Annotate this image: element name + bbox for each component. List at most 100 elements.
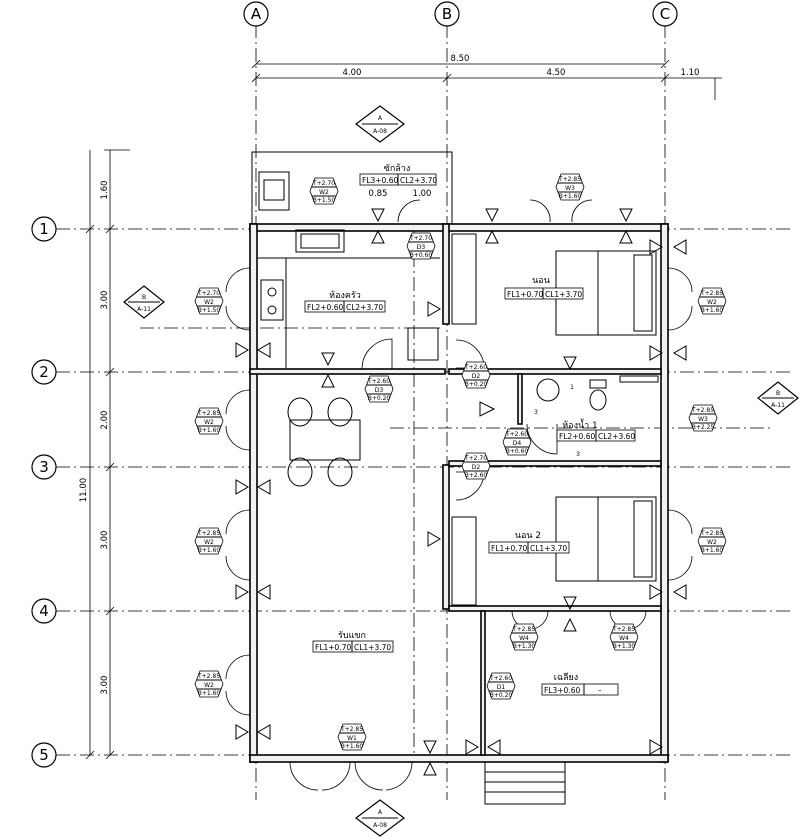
- room-bedroom2-fl: FL1+0.70: [491, 544, 527, 553]
- opening-tag-code: D3: [417, 244, 426, 251]
- opening-tag-code: W2: [204, 419, 214, 426]
- opening-tag-code: W4: [619, 635, 629, 642]
- section-B-right-letter: B: [776, 390, 780, 397]
- opening-tag-top: T+2.85: [197, 530, 220, 537]
- opening-tag-bot: B+1.60: [701, 547, 724, 554]
- opening-tag-top: T+2.60: [367, 378, 390, 385]
- dim-small-2: 1.00: [413, 189, 432, 199]
- dim-span-1: 1.60: [100, 181, 110, 200]
- room-kitchen: ห้องครัว FL2+0.60 CL2+3.70: [304, 290, 386, 313]
- opening-tag-bot: B+1.60: [198, 427, 221, 434]
- grid-label-A: A: [251, 5, 262, 23]
- section-marker-A-bottom: A A-08: [355, 799, 405, 837]
- opening-tag-top: T+2.85: [197, 673, 220, 680]
- room-laundry-fl: FL3+0.60: [362, 176, 398, 185]
- grid-label-C: C: [660, 5, 670, 23]
- opening-tag-bot: B+2.25: [692, 424, 715, 431]
- opening-tag-code: W2: [707, 299, 717, 306]
- opening-tag-code: D2: [472, 373, 481, 380]
- section-B-right-sheet: A-11: [771, 402, 785, 409]
- room-bedroom1-name: นอน: [532, 276, 550, 286]
- room-living-cl: CL1+3.70: [354, 643, 391, 652]
- opening-tag-top: T+2.85: [612, 626, 635, 633]
- opening-tag-code: D1: [497, 684, 506, 691]
- opening-tag-bot: B+1.60: [701, 307, 724, 314]
- opening-tag-bot: B+1.60: [198, 547, 221, 554]
- section-A-top-sheet: A-08: [373, 128, 387, 135]
- section-marker-B-left: B A-11: [123, 285, 165, 319]
- room-bedroom2-name: นอน 2: [515, 531, 541, 541]
- opening-tag-top: T+2.60: [489, 675, 512, 682]
- opening-tag-code: W2: [319, 189, 329, 196]
- dim-span-3: 2.00: [100, 411, 110, 430]
- opening-tag-code: W2: [204, 682, 214, 689]
- room-bedroom1-fl: FL1+0.70: [507, 290, 543, 299]
- elev-marker-2: 1: [570, 384, 574, 391]
- grid-bubble-3: 3: [31, 454, 57, 480]
- dim-span-4: 3.00: [100, 531, 110, 550]
- grid-bubble-4: 4: [31, 598, 57, 624]
- dim-overall-depth: 11.00: [79, 478, 89, 502]
- grid-label-B: B: [442, 5, 452, 23]
- room-terrace-fl: FL3+0.60: [544, 686, 580, 695]
- fixtures: [258, 171, 659, 805]
- elev-marker-3: 3: [576, 451, 580, 458]
- section-marker-A-top: A A-08: [355, 105, 405, 143]
- grid-label-2: 2: [39, 363, 49, 381]
- elev-marker-1: 3: [534, 409, 538, 416]
- opening-tag-code: W2: [204, 539, 214, 546]
- room-laundry-name: ซักล้าง: [384, 163, 411, 174]
- grid-label-3: 3: [39, 458, 49, 476]
- room-kitchen-cl: CL2+3.70: [346, 303, 383, 312]
- opening-tag-top: T+2.60: [505, 431, 528, 438]
- room-terrace: เฉลียง FL3+0.60 –: [541, 672, 619, 696]
- opening-tag-bot: B+0.20: [368, 395, 391, 402]
- grid-bubble-5: 5: [31, 742, 57, 768]
- walls: [249, 151, 669, 763]
- opening-tag-code: W3: [698, 416, 708, 423]
- opening-tag-top: T+2.70: [312, 180, 335, 187]
- section-B-left-letter: B: [142, 294, 146, 301]
- opening-tag-bot: B+0.20: [465, 381, 488, 388]
- room-bathroom1-fl: FL2+0.60: [559, 432, 595, 441]
- opening-tag-bot: B+1.30: [613, 643, 636, 650]
- room-bathroom1: ห้องน้ำ 1 FL2+0.60 CL2+3.60: [556, 418, 636, 442]
- opening-tag-top: T+2.70: [464, 455, 487, 462]
- grid-bubble-C: C: [652, 1, 678, 27]
- room-kitchen-fl: FL2+0.60: [307, 303, 343, 312]
- opening-tag-top: T+2.85: [197, 410, 220, 417]
- opening-tag-code: W1: [347, 735, 357, 742]
- grid-lines: [56, 24, 790, 800]
- dim-span-overhang: 1.10: [681, 68, 700, 78]
- elevation-triangles: [235, 208, 687, 776]
- opening-tag-top: T+2.85: [700, 290, 723, 297]
- grid-label-1: 1: [39, 220, 49, 238]
- room-bedroom2: นอน 2 FL1+0.70 CL1+3.70: [488, 531, 570, 554]
- opening-tag-bot: B+1.60: [198, 690, 221, 697]
- opening-tag-code: W2: [204, 299, 214, 306]
- section-B-left-sheet: A-11: [137, 306, 151, 313]
- opening-tag-bot: B+1.60: [341, 743, 364, 750]
- room-bathroom1-cl: CL2+3.60: [598, 432, 635, 441]
- dim-span-bc: 4.50: [547, 68, 566, 78]
- section-A-bottom-letter: A: [378, 809, 383, 816]
- opening-tag-bot: B+1.50: [313, 197, 336, 204]
- section-A-top-letter: A: [378, 115, 383, 122]
- dim-overall-width: 8.50: [451, 54, 470, 64]
- opening-tag-bot: B+0.20: [490, 692, 513, 699]
- grid-bubble-A: A: [243, 1, 269, 27]
- opening-tag-bot: B+1.50: [198, 307, 221, 314]
- dim-small-1: 0.85: [369, 189, 388, 199]
- opening-tag-bot: B+0.60: [410, 252, 433, 259]
